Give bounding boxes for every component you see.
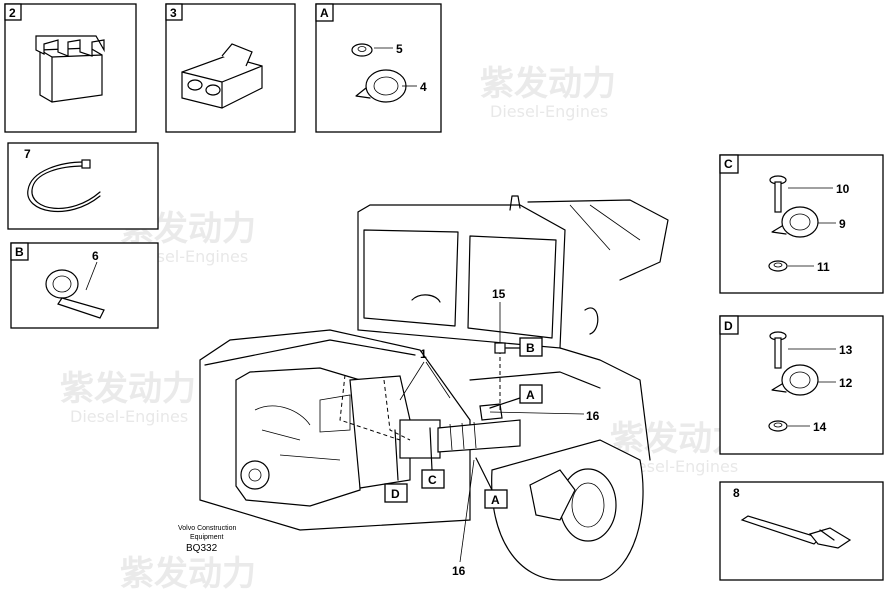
cable-clamp-icon <box>771 364 819 396</box>
callout-13: 13 <box>839 343 853 357</box>
panel-7: 7 <box>7 142 159 230</box>
bolt-icon <box>769 175 787 213</box>
watermark-sub: Diesel-Engines <box>620 457 738 476</box>
panel-D: D 13 12 14 <box>719 315 884 455</box>
panel-label: 2 <box>9 6 16 20</box>
cable-clamp-icon <box>355 69 407 103</box>
tag-C: C <box>428 473 437 487</box>
nut-icon <box>351 43 373 57</box>
panel-label: 7 <box>24 147 31 161</box>
callout-15: 15 <box>492 287 506 301</box>
callout-16: 16 <box>586 409 600 423</box>
callout-1: 1 <box>420 347 427 361</box>
callout-16: 16 <box>452 564 466 578</box>
watermark-sub: Diesel-Engines <box>490 102 608 121</box>
watermark-brand: 紫发动力 <box>480 64 616 104</box>
tag-A: A <box>491 493 500 507</box>
callout-4: 4 <box>420 80 427 94</box>
articulated-hauler-drawing <box>199 195 669 581</box>
watermark-sub: Diesel-Engines <box>70 407 188 426</box>
cable-clamp-icon <box>771 206 819 238</box>
main-tags: B A A C D <box>384 337 543 509</box>
panel-C: C 10 9 11 <box>719 154 884 294</box>
main-callouts: 1 15 16 16 <box>399 287 600 578</box>
callout-6: 6 <box>92 249 99 263</box>
panel-label: C <box>724 157 733 171</box>
panel-label: 8 <box>733 486 740 500</box>
nut-icon <box>768 260 788 272</box>
panel-label: D <box>724 319 733 333</box>
panel-A: A 5 4 <box>315 3 442 133</box>
cable-tie-strap-icon <box>740 515 852 549</box>
plug-connector-icon <box>181 43 263 109</box>
callout-11: 11 <box>817 260 830 274</box>
connector-housing-icon <box>35 35 105 103</box>
panel-3: 3 <box>165 3 296 133</box>
tag-B: B <box>526 341 535 355</box>
callout-12: 12 <box>839 376 853 390</box>
cable-tie-icon <box>27 159 101 212</box>
watermark-sub: Diesel-Engines <box>130 247 248 266</box>
panel-2: 2 <box>4 3 137 133</box>
panel-label: 3 <box>170 6 177 20</box>
drawing-code: BQ332 <box>186 543 218 554</box>
tag-A: A <box>526 388 535 402</box>
panel-B: B 6 <box>10 242 159 329</box>
nut-icon <box>768 420 788 432</box>
watermark-brand: 紫发动力 <box>120 554 256 594</box>
callout-5: 5 <box>396 42 403 56</box>
p-clip-icon <box>45 269 105 319</box>
credit-line1: Volvo Construction <box>178 525 236 532</box>
panel-label: A <box>320 6 329 20</box>
tag-D: D <box>391 487 400 501</box>
credit-line2: Equipment <box>190 534 224 541</box>
panel-label: B <box>15 245 24 259</box>
callout-9: 9 <box>839 217 846 231</box>
callout-14: 14 <box>813 420 827 434</box>
watermark-brand: 紫发动力 <box>60 369 196 409</box>
credit-block: Volvo Construction Equipment BQ332 <box>178 525 236 554</box>
panel-8: 8 <box>719 481 884 581</box>
callout-10: 10 <box>836 182 850 196</box>
bolt-icon <box>769 331 787 369</box>
